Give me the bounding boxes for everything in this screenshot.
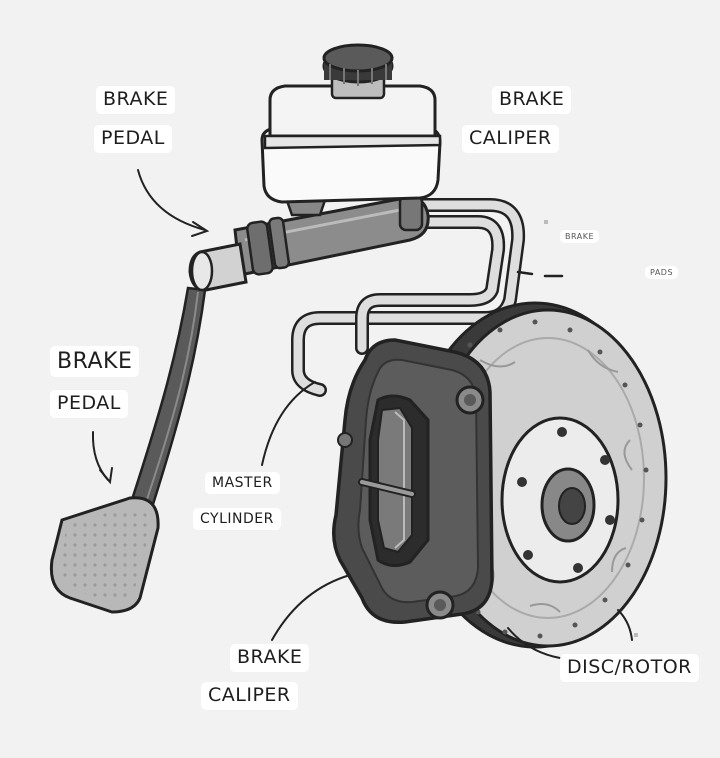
master-cylinder-leader bbox=[261, 381, 316, 466]
label-top-pedal-pedal: PEDAL bbox=[94, 125, 172, 153]
label-left-pedal-brake: BRAKE bbox=[50, 346, 140, 378]
top-pedal-arrow bbox=[137, 169, 206, 231]
label-master-cylinder-cylinder: CYLINDER bbox=[193, 508, 281, 531]
label-top-caliper-brake: BRAKE bbox=[492, 86, 572, 114]
top-pedal-arrowhead bbox=[191, 221, 210, 237]
rotor-leader-right bbox=[617, 609, 633, 641]
label-brake-pads-brake: BRAKE bbox=[560, 230, 599, 244]
brake-caliper bbox=[332, 338, 494, 625]
label-top-caliper-caliper: CALIPER bbox=[462, 125, 559, 153]
label-left-pedal-pedal: PEDAL bbox=[50, 390, 128, 418]
caliper-leader bbox=[271, 574, 351, 641]
leader-lines bbox=[91, 169, 633, 659]
fluid-reservoir bbox=[260, 43, 442, 217]
left-pedal-arrowhead bbox=[99, 467, 113, 485]
rotor-leader bbox=[507, 627, 561, 659]
label-master-cylinder-master: MASTER bbox=[205, 472, 280, 495]
pedal-arm bbox=[126, 286, 207, 522]
left-pedal-arrow bbox=[91, 431, 109, 481]
label-top-pedal-brake: BRAKE bbox=[96, 86, 176, 114]
label-bottom-caliper-caliper: CALIPER bbox=[201, 682, 298, 710]
pads-leader bbox=[516, 270, 534, 276]
label-disc-rotor: DISC/ROTOR bbox=[560, 654, 699, 682]
pedal-pad bbox=[49, 496, 160, 614]
marker-dot bbox=[544, 220, 548, 224]
marker-dot-2 bbox=[634, 633, 638, 637]
label-bottom-caliper-brake: BRAKE bbox=[230, 644, 310, 672]
label-brake-pads-pads: PADS bbox=[645, 266, 679, 280]
